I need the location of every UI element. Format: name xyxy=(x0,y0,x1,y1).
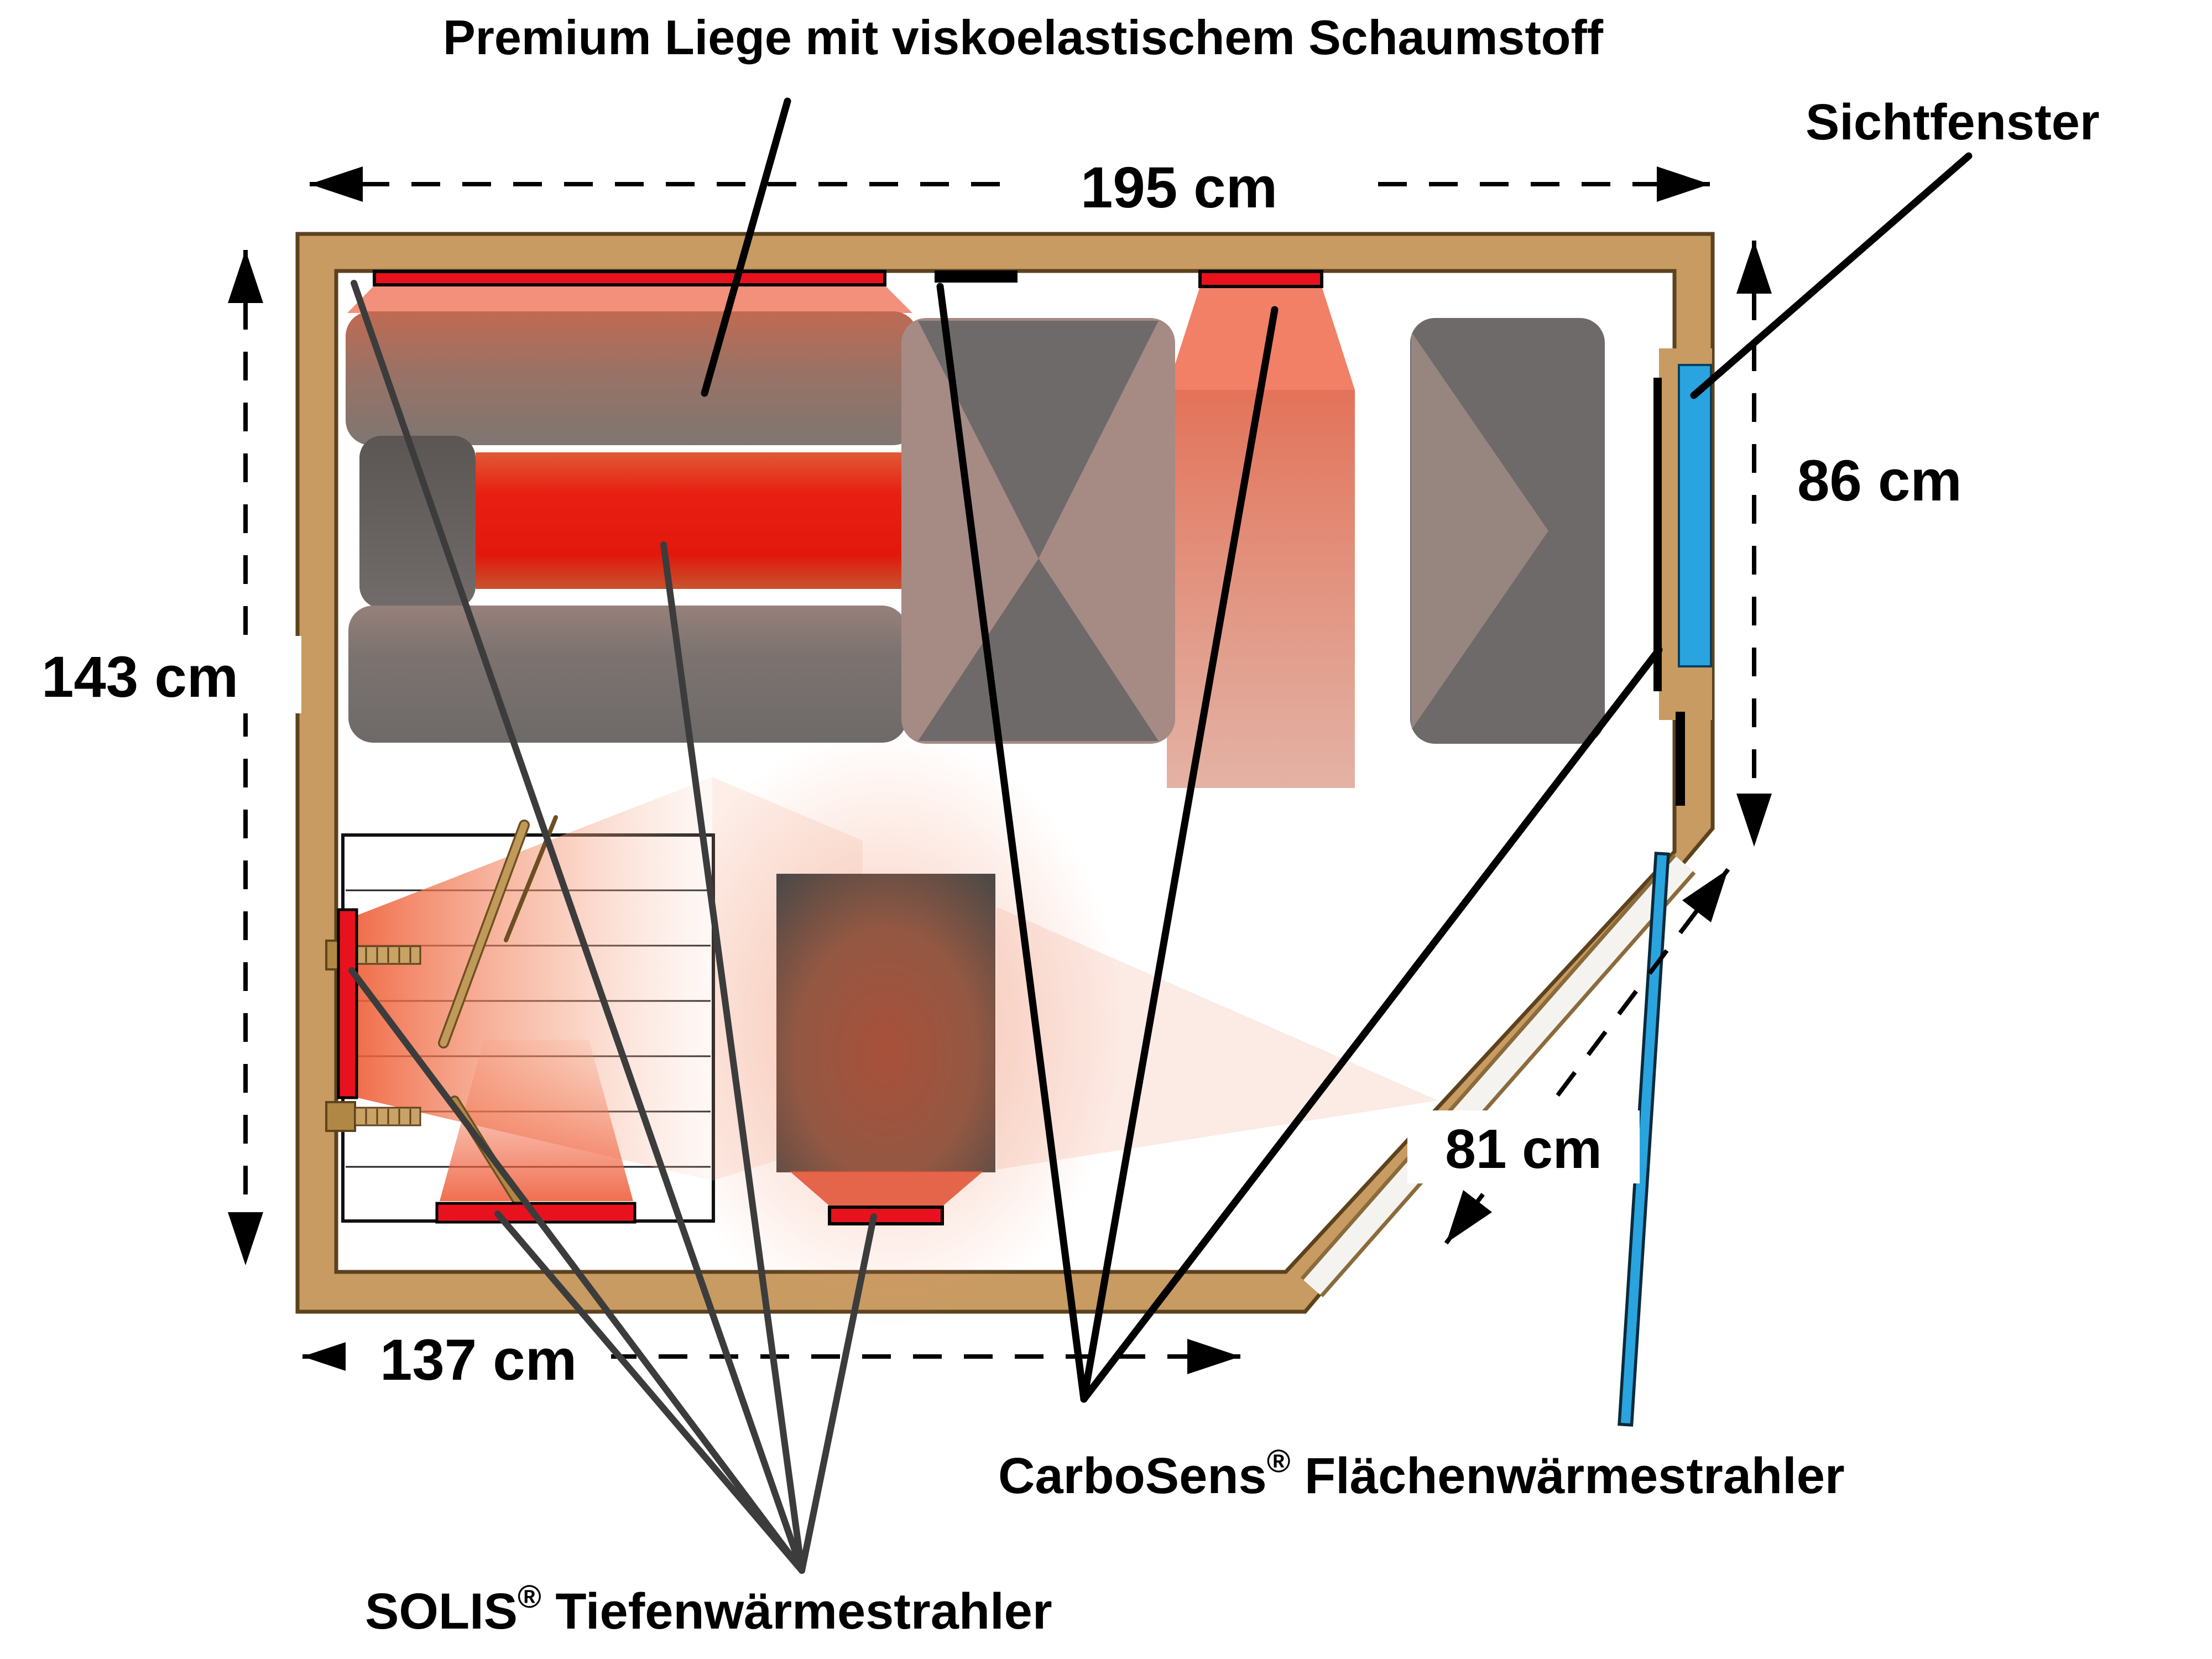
seat-right-heat-wedge xyxy=(1411,332,1548,730)
heat-wedge-floor-right xyxy=(997,907,1438,1170)
label-solis: SOLIS® Tiefenwärmestrahler xyxy=(365,1579,1052,1640)
dim-top-width-label: 195 cm xyxy=(1081,155,1277,220)
lounger-seat-cushion xyxy=(348,606,907,743)
dim-right-wall-label: 86 cm xyxy=(1797,448,1962,513)
seat-middle-shade-bottom xyxy=(918,559,1159,741)
heater-panel-bench-wall xyxy=(337,908,358,1099)
dim-door-wall-label: 81 cm xyxy=(1445,1118,1602,1180)
window-glass xyxy=(1678,364,1712,667)
door-opening-glass xyxy=(1303,856,1693,1295)
door-leaf-glass xyxy=(1620,854,1667,1424)
seat-middle-shade-top xyxy=(918,321,1159,559)
wall-element-black-top xyxy=(935,270,1018,283)
heater-strip-top-center xyxy=(1198,270,1323,288)
pointer-premium-liege xyxy=(701,97,791,397)
pointers-solis xyxy=(348,280,877,1574)
dim-bottom-width-label: 137 cm xyxy=(380,1328,577,1392)
dim-left-height-label: 143 cm xyxy=(41,645,238,709)
wall-element-black-lower-right xyxy=(1676,712,1685,806)
pointer-sichtfenster xyxy=(1690,152,1973,399)
heat-glow-center-trapezoid xyxy=(1167,286,1355,390)
wall-bolt-lower xyxy=(325,1101,421,1132)
seat-cushion-right xyxy=(1410,318,1605,744)
dimension-top-width: 195 cm xyxy=(310,145,1710,223)
heat-glow-center-column xyxy=(1167,390,1355,788)
heat-glow-top-left xyxy=(347,285,912,313)
pointers-carbosens xyxy=(936,283,1663,1403)
heater-strip-floor-block xyxy=(828,1206,944,1225)
dimension-right-wall: 86 cm xyxy=(1736,241,1962,847)
lounger-heater-bar xyxy=(476,452,907,589)
dimension-bottom-width: 137 cm xyxy=(302,1317,1240,1395)
label-sichtfenster: Sichtfenster xyxy=(1806,94,2100,150)
heater-strip-top-long xyxy=(373,270,886,286)
bench-heat-cone xyxy=(357,777,712,1181)
label-carbosens: CarboSens® Flächenwärmestrahler xyxy=(998,1443,1845,1504)
lounger-head-pillow xyxy=(359,436,476,608)
lounger-back-cushion xyxy=(346,311,918,445)
dimension-left-height: 143 cm xyxy=(30,250,301,1265)
dimension-door-wall: 81 cm xyxy=(1407,868,1730,1245)
floor-heater-block xyxy=(776,874,995,1172)
title-premium-liege: Premium Liege mit viskoelastischem Schau… xyxy=(443,10,1604,65)
floor-heater-glow xyxy=(790,1171,983,1208)
heater-panel-window-wall xyxy=(1653,378,1662,691)
